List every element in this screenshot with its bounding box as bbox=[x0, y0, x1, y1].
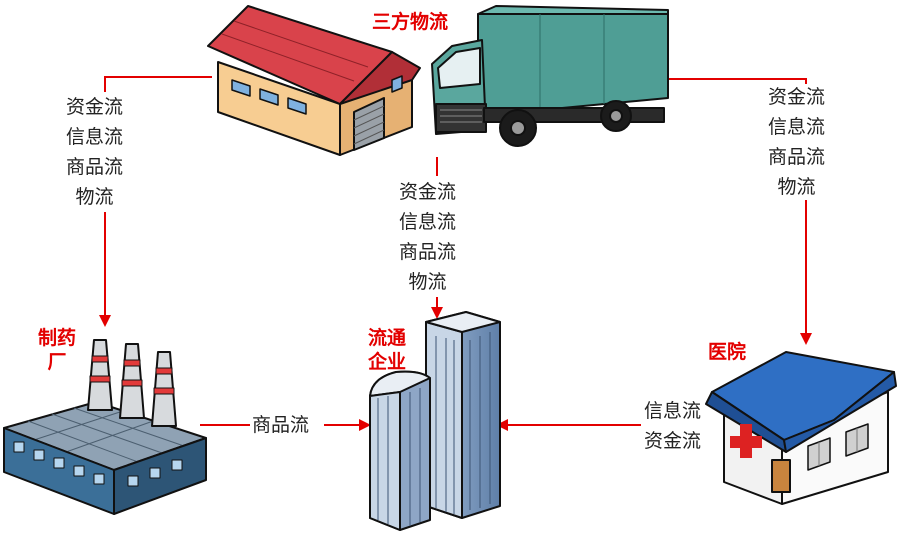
arrow-logistics-to-hospital bbox=[668, 78, 812, 345]
node-label-distributor: 流通 企业 bbox=[368, 326, 406, 374]
flow-label-item: 商品流 bbox=[66, 156, 124, 178]
hospital-icon bbox=[705, 351, 897, 505]
factory-icon bbox=[3, 339, 207, 515]
flow-label-item: 信息流 bbox=[399, 211, 457, 233]
node-label-hospital: 医院 bbox=[708, 340, 746, 364]
flow-label-item: 物流 bbox=[75, 186, 114, 208]
flow-label-item: 商品流 bbox=[399, 241, 457, 263]
flow-label-item: 商品流 bbox=[768, 146, 826, 168]
flow-label-item: 信息流 bbox=[768, 116, 826, 138]
arrow-logistics-to-pharma bbox=[99, 76, 212, 327]
warehouse-icon bbox=[207, 5, 421, 156]
node-label-pharma: 制药 厂 bbox=[38, 326, 76, 374]
flow-label-hospital-to-distributor: 信息流 资金流 bbox=[644, 396, 701, 456]
node-label-line: 厂 bbox=[47, 351, 67, 373]
flow-label-item: 商品流 bbox=[252, 414, 310, 436]
flow-label-item: 资金流 bbox=[66, 96, 124, 118]
truck-icon bbox=[431, 5, 669, 147]
node-label-logistics: 三方物流 bbox=[372, 10, 448, 34]
flow-label-item: 信息流 bbox=[66, 126, 124, 148]
flow-label-logistics-to-hospital: 资金流 信息流 商品流 物流 bbox=[768, 82, 825, 202]
node-label-line: 企业 bbox=[368, 351, 407, 373]
flow-label-item: 物流 bbox=[408, 271, 447, 293]
node-label-line: 医院 bbox=[708, 341, 747, 363]
flow-label-item: 信息流 bbox=[644, 400, 702, 422]
flow-label-item: 资金流 bbox=[768, 86, 826, 108]
flow-label-item: 资金流 bbox=[644, 430, 702, 452]
flow-label-logistics-to-pharma: 资金流 信息流 商品流 物流 bbox=[66, 92, 123, 212]
flow-label-item: 物流 bbox=[777, 176, 816, 198]
node-label-line: 制药 bbox=[38, 327, 77, 349]
node-label-line: 三方物流 bbox=[372, 11, 449, 33]
flow-label-pharma-to-distributor: 商品流 bbox=[252, 410, 309, 440]
office-building-icon bbox=[369, 311, 501, 531]
flow-label-logistics-to-distributor: 资金流 信息流 商品流 物流 bbox=[399, 177, 456, 297]
flow-label-item: 资金流 bbox=[399, 181, 457, 203]
node-label-line: 流通 bbox=[368, 327, 407, 349]
